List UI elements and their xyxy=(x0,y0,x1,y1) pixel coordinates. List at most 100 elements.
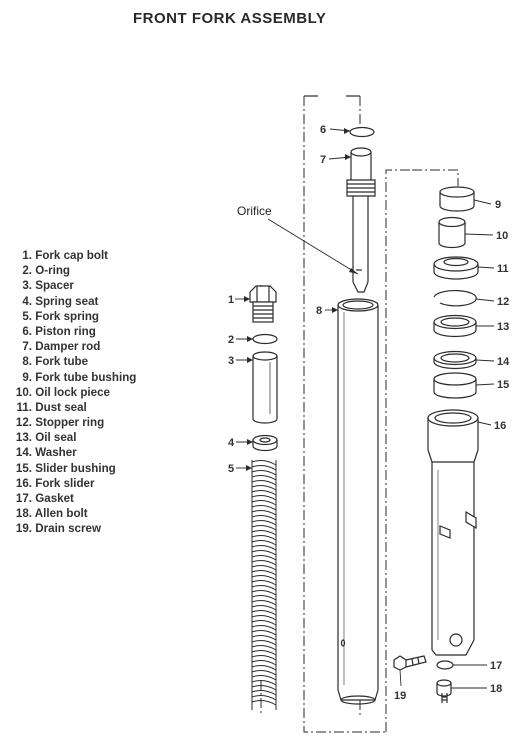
spring-coil xyxy=(251,470,277,476)
callout-11: 11 xyxy=(497,263,509,275)
spring-coil xyxy=(251,475,277,481)
callout-3: 3 xyxy=(228,355,234,367)
spring-coil xyxy=(251,525,277,531)
callout-17: 17 xyxy=(490,660,502,672)
legend-item: 10. Oil lock piece xyxy=(15,385,110,399)
fork-spring xyxy=(251,460,277,710)
fork-tube xyxy=(337,298,379,705)
spring-coil xyxy=(251,545,277,551)
callout-numbers: 1 2 3 4 5 6 7 8 9 10 11 12 13 14 15 16 1… xyxy=(228,124,510,702)
fork-tube-bushing xyxy=(439,186,475,212)
callout-6: 6 xyxy=(320,124,326,136)
spring-coil xyxy=(251,645,277,651)
spring-coil xyxy=(251,565,277,571)
spring-coil xyxy=(251,640,277,646)
callout-2: 2 xyxy=(228,334,234,346)
assembly-guide-lines xyxy=(260,96,459,733)
legend-item: 2. O-ring xyxy=(22,264,71,278)
callout-10: 10 xyxy=(496,230,508,242)
legend-item: 3. Spacer xyxy=(22,279,74,293)
parts-legend: 1. Fork cap bolt 2. O-ring 3. Spacer 4. … xyxy=(6,248,136,537)
spring-coil xyxy=(251,685,277,691)
callout-12: 12 xyxy=(497,296,509,308)
spring-coil xyxy=(251,575,277,581)
spring-coil xyxy=(251,520,277,526)
spring-seat xyxy=(252,434,278,452)
spring-coil xyxy=(251,610,277,616)
legend-item: 11. Dust seal xyxy=(16,400,87,414)
spring-coil xyxy=(251,540,277,546)
oil-lock-piece xyxy=(438,216,466,249)
spring-coil xyxy=(251,660,277,666)
callout-14: 14 xyxy=(497,356,510,368)
callout-1: 1 xyxy=(228,294,234,306)
legend-item: 15. Slider bushing xyxy=(15,461,116,475)
spring-coil xyxy=(251,595,277,601)
legend-item: 18. Allen bolt xyxy=(15,507,88,521)
spring-coil xyxy=(251,585,277,591)
callout-5: 5 xyxy=(228,463,234,475)
stopper-ring xyxy=(433,289,477,307)
callout-19: 19 xyxy=(394,690,406,702)
callout-7: 7 xyxy=(320,154,326,166)
spring-coil xyxy=(251,570,277,576)
damper-rod xyxy=(346,147,376,293)
legend-item: 17. Gasket xyxy=(15,492,74,505)
legend-item: 12. Stopper ring xyxy=(15,416,105,430)
spring-coil xyxy=(251,655,277,661)
spring-coil xyxy=(251,590,277,596)
orifice-annotation: Orifice xyxy=(237,204,272,218)
spring-coil xyxy=(251,675,277,681)
callout-18: 18 xyxy=(490,683,502,695)
legend-item: 7. Damper rod xyxy=(22,340,101,354)
callout-15: 15 xyxy=(497,379,509,391)
washer xyxy=(433,350,477,370)
spring-coil xyxy=(251,580,277,586)
spring-coil xyxy=(251,600,277,606)
spring-coil xyxy=(251,495,277,501)
legend-item: 9. Fork tube bushing xyxy=(22,370,137,384)
spring-coil xyxy=(251,515,277,521)
drain-screw xyxy=(393,655,427,671)
arrowheads xyxy=(244,128,358,471)
callout-4: 4 xyxy=(228,437,235,449)
spring-coil xyxy=(251,625,277,631)
spring-coil xyxy=(251,500,277,506)
legend-item: 1. Fork cap bolt xyxy=(22,249,109,262)
spring-coil xyxy=(251,550,277,556)
legend-item: 16. Fork slider xyxy=(15,476,95,490)
spring-coil xyxy=(251,620,277,626)
callout-8: 8 xyxy=(316,305,322,317)
oil-seal xyxy=(433,314,477,338)
spring-coil xyxy=(251,695,277,701)
callout-13: 13 xyxy=(497,321,509,333)
callout-9: 9 xyxy=(495,199,501,211)
spring-coil xyxy=(251,510,277,516)
slider-bushing xyxy=(433,372,477,399)
spring-coil xyxy=(251,605,277,611)
spring-coil xyxy=(251,630,277,636)
piston-ring xyxy=(349,126,375,138)
spring-coil xyxy=(251,490,277,496)
spring-coil xyxy=(251,615,277,621)
o-ring xyxy=(252,333,278,345)
diagram-title: FRONT FORK ASSEMBLY xyxy=(133,10,327,27)
allen-bolt xyxy=(436,679,452,703)
spring-coil xyxy=(251,505,277,511)
legend-item: 8. Fork tube xyxy=(22,355,89,369)
spring-coil xyxy=(251,635,277,641)
legend-item: 14. Washer xyxy=(15,446,77,460)
spring-coil xyxy=(251,690,277,696)
fork-slider xyxy=(427,409,479,656)
spring-coil xyxy=(251,650,277,656)
legend-item: 6. Piston ring xyxy=(22,324,96,338)
legend-item: 19. Drain screw xyxy=(15,522,101,536)
legend-item: 5. Fork spring xyxy=(22,309,100,323)
legend-item: 13. Oil seal xyxy=(15,431,77,445)
spring-coil xyxy=(251,535,277,541)
legend-item: 4. Spring seat xyxy=(22,294,99,308)
spring-coil xyxy=(251,465,277,471)
fork-cap-bolt xyxy=(249,285,277,323)
spacer xyxy=(252,351,278,424)
